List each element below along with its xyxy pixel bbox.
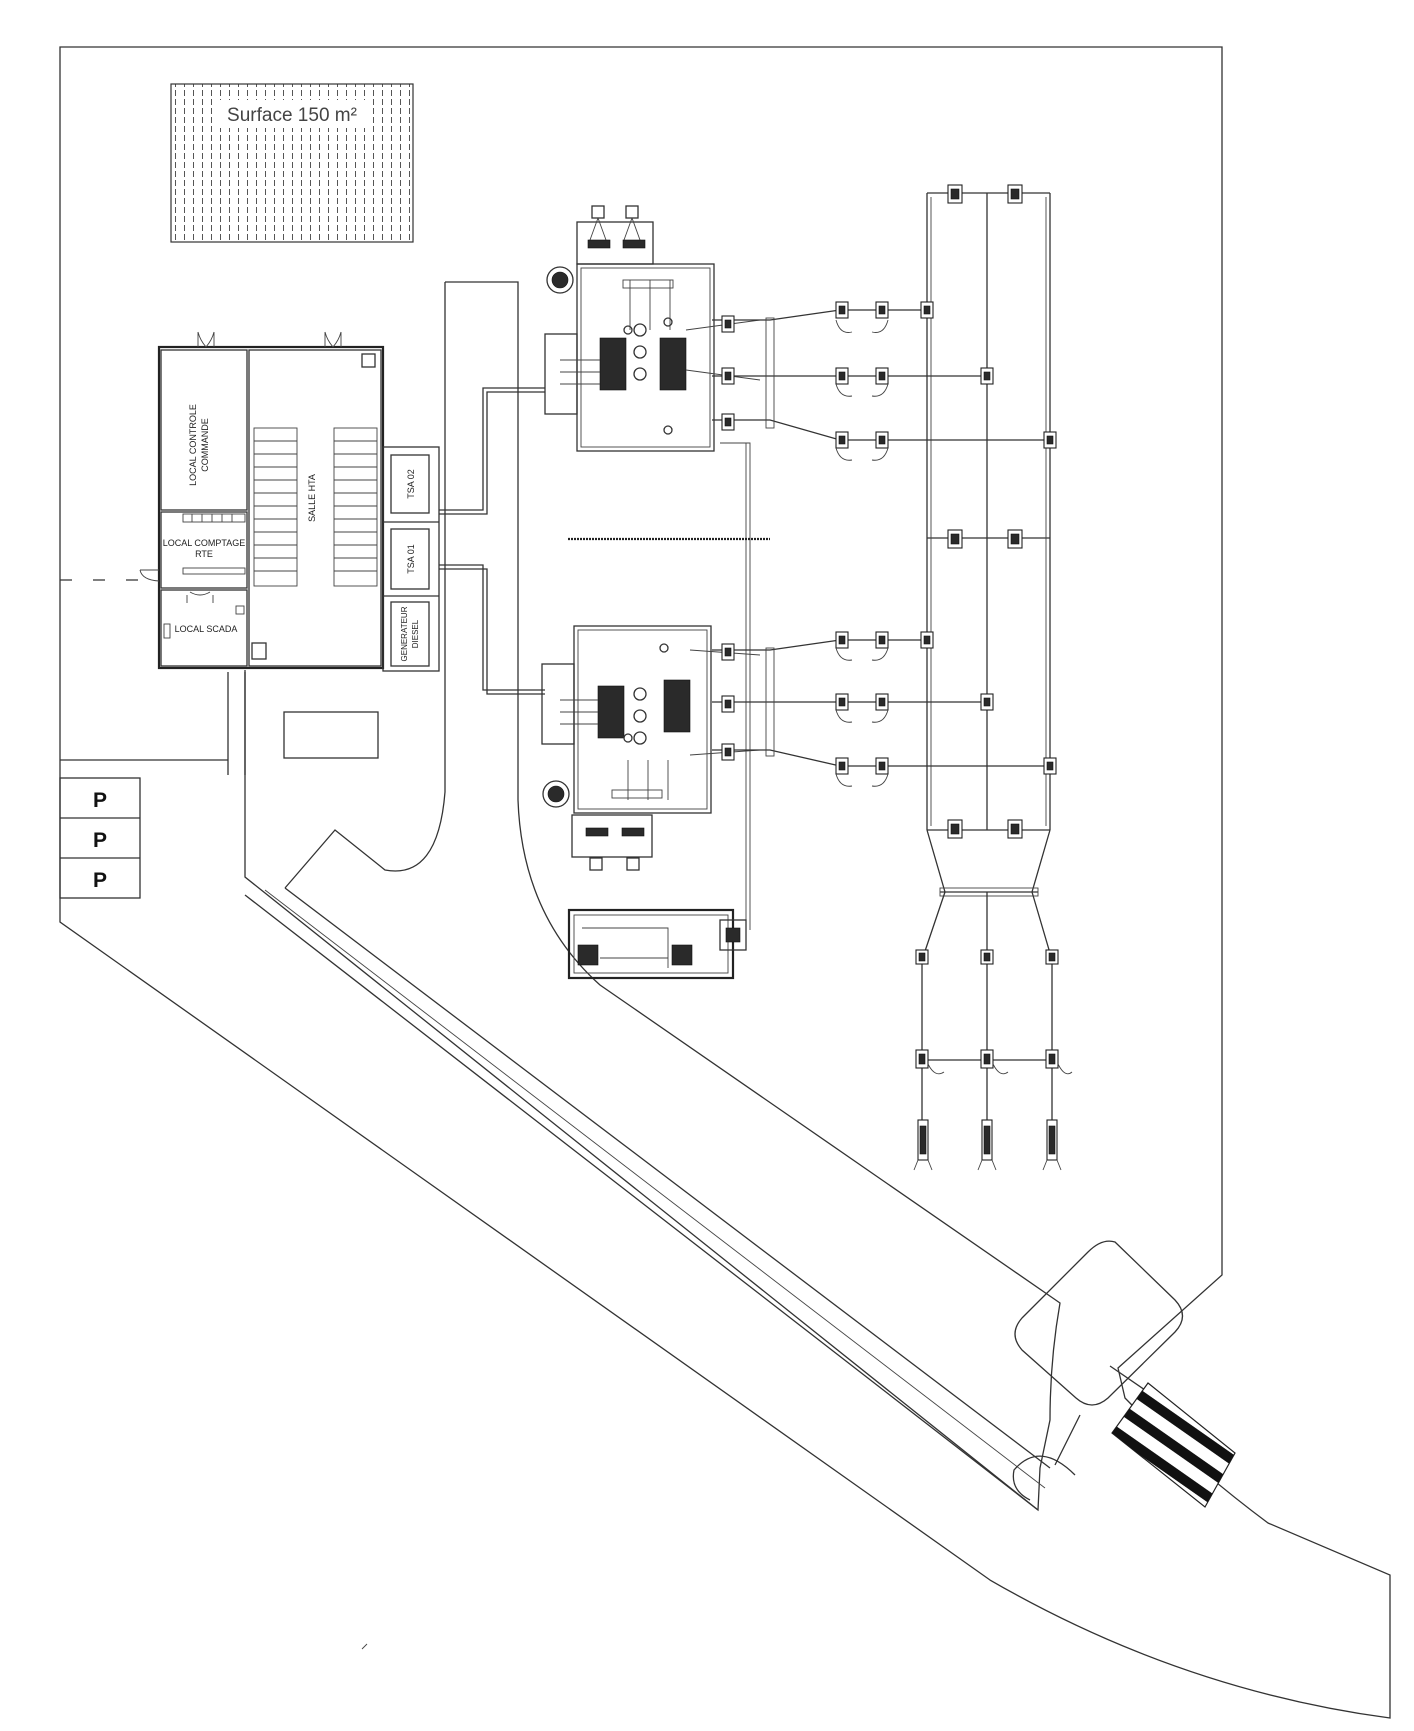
tsa01-label: TSA 01: [406, 544, 416, 574]
rte-label: RTE: [195, 549, 213, 559]
diesel-label: DIESEL: [411, 619, 420, 648]
local-controle-label: LOCAL CONTROLE: [188, 404, 198, 486]
local-scada-label: LOCAL SCADA: [175, 624, 238, 634]
tsa02-label: TSA 02: [406, 469, 416, 499]
switchgear-symbols: [721, 184, 1073, 1171]
bottom-right-area: [1012, 1240, 1236, 1508]
busbar-network: [712, 192, 1053, 1160]
diesel-tank-enclosure: [567, 908, 747, 980]
parking-slab: [283, 711, 379, 759]
parking-p3: P: [93, 869, 107, 892]
local-controle-commande-room: [160, 349, 248, 511]
commande-label: COMMANDE: [200, 418, 210, 472]
transformer-bay-2: [541, 625, 761, 871]
generateur-label: GENERATEUR: [400, 606, 409, 661]
parking-p1: P: [93, 789, 107, 812]
access-road: [244, 281, 1061, 1512]
salle-hta-label: SALLE HTA: [307, 474, 317, 522]
local-scada-room: [160, 589, 248, 667]
transformer-bay-1: [544, 205, 761, 452]
surface-area: Surface 150 m²: [170, 83, 414, 243]
salle-hta-room: [248, 349, 382, 667]
local-comptage-room: [160, 511, 248, 589]
control-building: LOCAL CONTROLE COMMANDE LOCAL COMPTAGE R…: [60, 331, 385, 670]
parking-p2: P: [93, 829, 107, 852]
surface-label: Surface 150 m²: [227, 105, 357, 126]
local-comptage-label: LOCAL COMPTAGE: [163, 538, 246, 548]
tsa-block: TSA 02 TSA 01 GENERATEUR DIESEL: [382, 446, 440, 672]
parking: P P P: [59, 777, 141, 899]
